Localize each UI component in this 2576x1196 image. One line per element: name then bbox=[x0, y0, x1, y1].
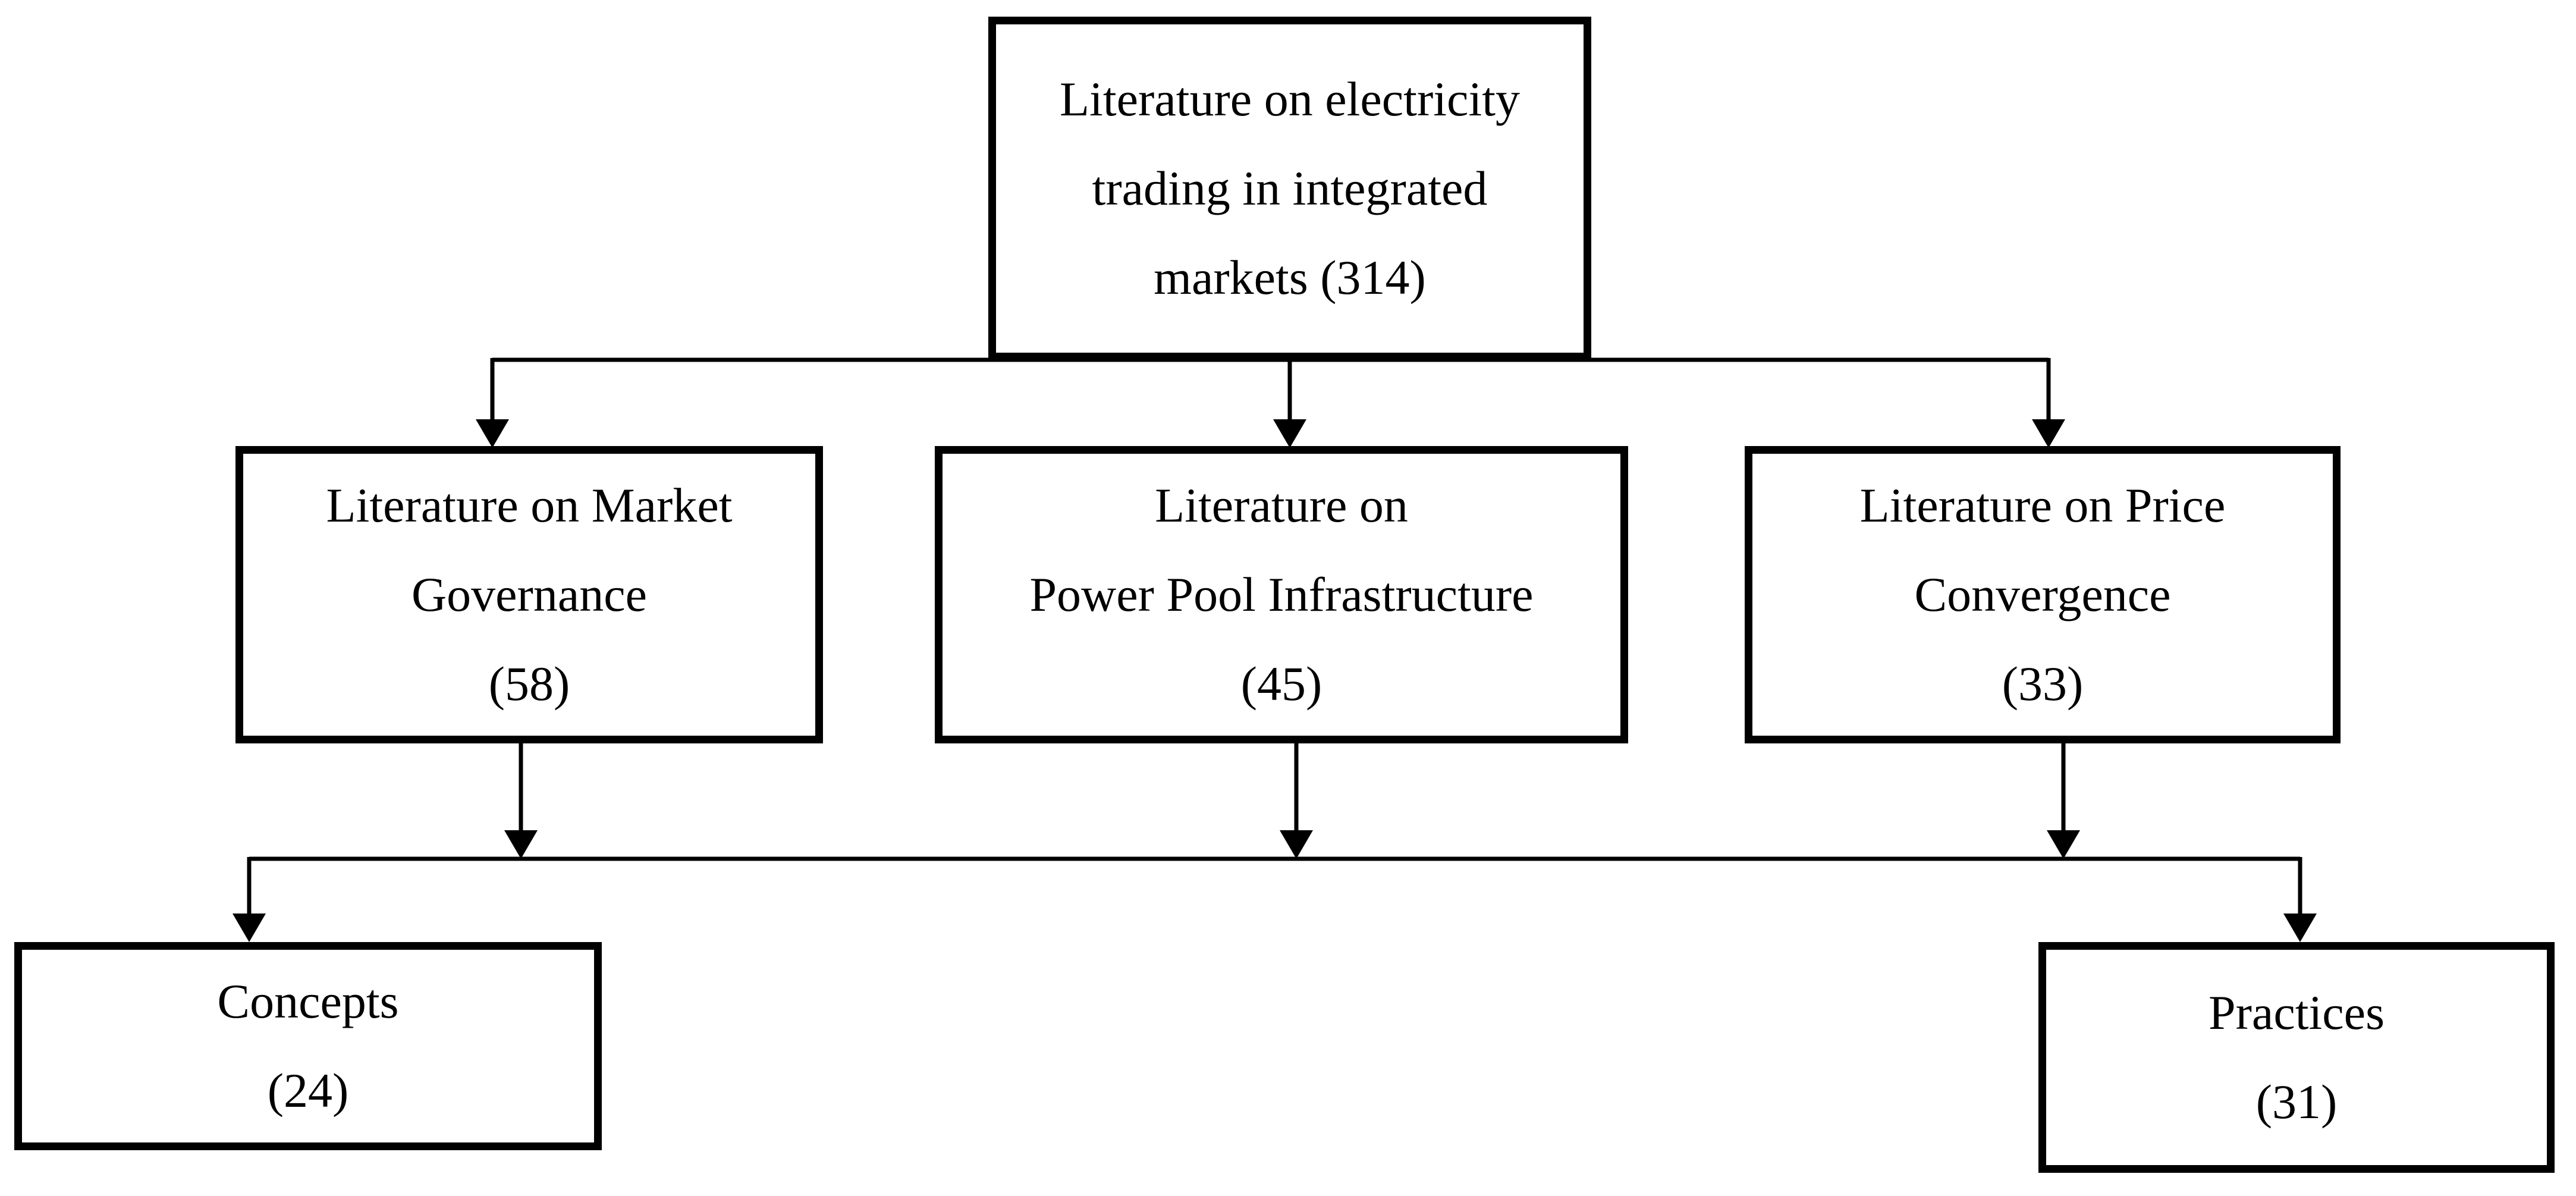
node-label-line: (45) bbox=[1240, 657, 1322, 711]
arrowhead-root-convergence bbox=[2032, 419, 2065, 448]
node-literature-root: Literature on electricity trading in int… bbox=[988, 17, 1591, 360]
node-label-line: Literature on electricity bbox=[1059, 72, 1521, 126]
node-power-pool-infrastructure: Literature on Power Pool Infrastructure … bbox=[935, 446, 1628, 743]
node-label-line: (33) bbox=[2002, 657, 2084, 711]
arrowhead-convergence-merge bbox=[2047, 830, 2080, 859]
node-label-line: Literature on Market bbox=[326, 478, 733, 532]
node-label-line: markets (314) bbox=[1154, 250, 1426, 305]
node-label-line: Concepts bbox=[217, 974, 399, 1028]
node-label-line: (31) bbox=[2255, 1075, 2338, 1129]
node-label-line: Literature on bbox=[1155, 478, 1408, 532]
node-label-line: (58) bbox=[488, 657, 570, 711]
node-label-line: Literature on Price bbox=[1859, 478, 2226, 532]
arrowhead-powerpool-merge bbox=[1280, 830, 1313, 859]
node-label-line: trading in integrated bbox=[1092, 161, 1488, 215]
node-market-governance: Literature on Market Governance (58) bbox=[235, 446, 823, 743]
node-label-line: Convergence bbox=[1914, 567, 2171, 621]
arrowhead-merge-practices bbox=[2283, 914, 2317, 942]
node-practices: Practices (31) bbox=[2038, 942, 2555, 1173]
arrowhead-governance-merge bbox=[504, 830, 538, 859]
node-label-line: Practices bbox=[2209, 985, 2385, 1040]
node-label-line: Power Pool Infrastructure bbox=[1029, 567, 1534, 621]
arrowhead-root-powerpool bbox=[1273, 419, 1306, 448]
node-label-line: (24) bbox=[267, 1063, 349, 1117]
arrowhead-merge-concepts bbox=[233, 914, 266, 942]
node-price-convergence: Literature on Price Convergence (33) bbox=[1745, 446, 2341, 743]
arrowhead-root-governance bbox=[476, 419, 509, 448]
node-label-line: Governance bbox=[411, 567, 648, 621]
node-concepts: Concepts (24) bbox=[14, 942, 602, 1150]
